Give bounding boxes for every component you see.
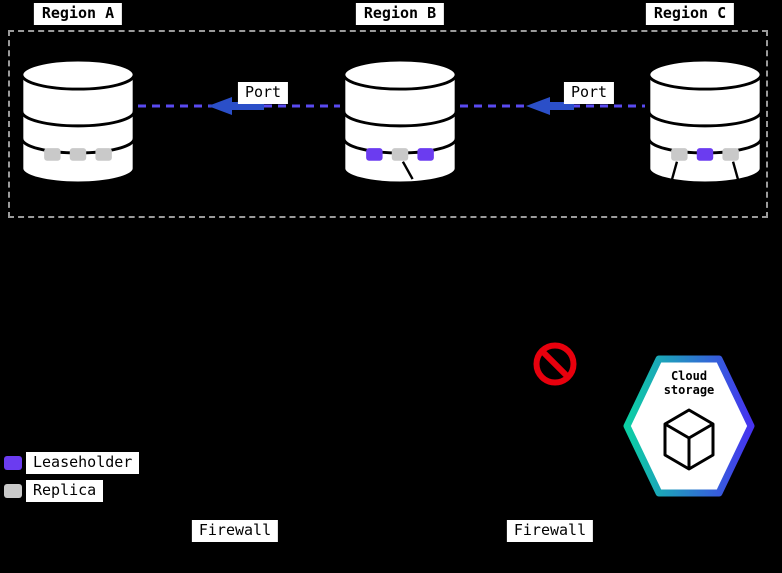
legend-leaseholder-label: Leaseholder (26, 452, 140, 474)
cloud-storage-label-line1: Cloud (671, 369, 707, 383)
cloud-storage-icon: Cloud storage (623, 355, 755, 497)
arrow-left-icon (208, 97, 264, 115)
firewall-label-1: Firewall (191, 520, 279, 542)
replica-marker (44, 148, 61, 161)
leaseholder-marker (696, 148, 714, 161)
cloud-storage-label-line2: storage (664, 383, 715, 397)
port-label-b-c: Port (563, 82, 615, 104)
replica-marker (95, 148, 112, 161)
firewall-label-2: Firewall (506, 520, 594, 542)
marker-pointer-line (401, 161, 414, 180)
arrow-left-icon (526, 97, 574, 115)
connection-b-c (460, 97, 645, 115)
replica-marker (722, 148, 739, 161)
leaseholder-marker (417, 148, 434, 161)
replica-swatch-rect (4, 484, 22, 498)
leaseholder-marker (366, 148, 383, 161)
prohibition-icon (533, 342, 577, 386)
replica-marker (671, 148, 688, 161)
cube-inner-edges (664, 422, 714, 469)
legend-replica-label: Replica (26, 480, 104, 502)
hexagon-border (623, 355, 755, 497)
region-a-label: Region A (33, 3, 123, 25)
port-label-a-b: Port (237, 82, 289, 104)
database-icon-region-c (647, 58, 763, 185)
legend-leaseholder-swatch (4, 456, 22, 470)
region-c-label: Region C (645, 3, 735, 25)
database-icon-region-a (20, 58, 136, 185)
prohibition-circle (533, 342, 577, 386)
replica-marker (391, 148, 409, 161)
replica-marker (69, 148, 87, 161)
cluster-boundary (8, 30, 768, 218)
marker-pointer-line (670, 161, 679, 180)
leaseholder-swatch-rect (4, 456, 22, 470)
database-icon-region-b (342, 58, 458, 185)
marker-pointer-line (731, 161, 740, 180)
connection-a-b (138, 97, 340, 115)
prohibition-slash (540, 349, 570, 379)
legend-replica-swatch (4, 484, 22, 498)
region-b-label: Region B (355, 3, 445, 25)
